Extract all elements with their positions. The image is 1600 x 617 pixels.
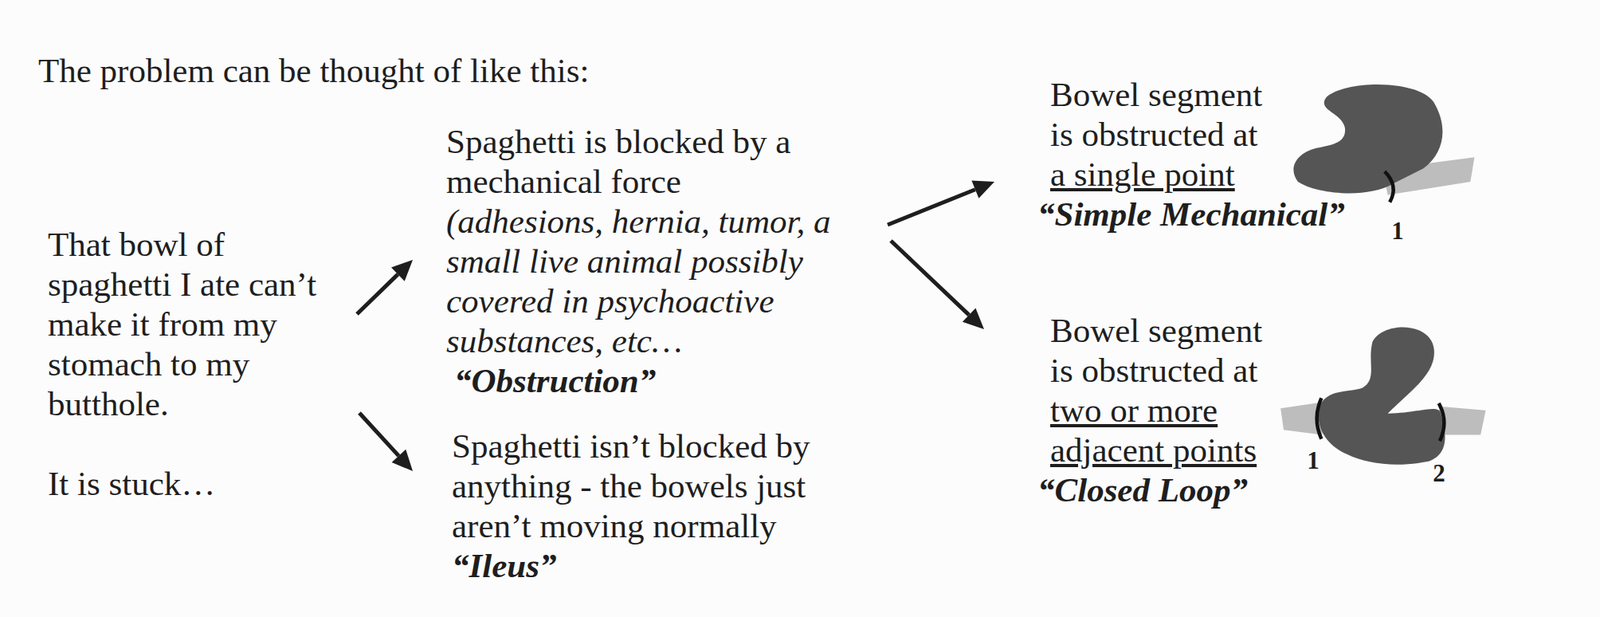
node-text: two or more adjacent points xyxy=(1050,390,1290,471)
term-label: “Simple Mechanical” xyxy=(1037,194,1346,235)
text-node: That bowl of spaghetti I ate can’t make … xyxy=(47,224,345,504)
text-node: Spaghetti isn’t blocked by anything - th… xyxy=(451,426,843,586)
callout-number: 1 xyxy=(1306,446,1320,475)
node-text: Bowel segment is obstructed at xyxy=(1050,74,1290,155)
arrow-head xyxy=(391,259,413,282)
connector-arrow xyxy=(359,412,399,456)
text-node: Bowel segment is obstructed ata single p… xyxy=(1050,74,1346,235)
callout-number: 2 xyxy=(1432,458,1446,488)
node-text: Spaghetti isn’t blocked by anything - th… xyxy=(451,426,843,546)
connector-arrow xyxy=(890,240,969,315)
text-node: Spaghetti is blocked by a mechanical for… xyxy=(446,121,869,401)
arrow-head xyxy=(971,180,995,199)
constriction-mark xyxy=(1439,403,1445,441)
node-text: It is stuck… xyxy=(47,463,345,504)
bowel-segment xyxy=(1317,327,1445,465)
term-label: “Ileus” xyxy=(451,545,843,586)
node-text: Bowel segment is obstructed at xyxy=(1050,310,1290,391)
text-node: Bowel segment is obstructed attwo or mor… xyxy=(1050,310,1290,510)
bowel-segment xyxy=(1293,84,1443,193)
bowel-icons xyxy=(1280,84,1486,465)
arrow-head xyxy=(392,449,413,471)
node-text: Spaghetti is blocked by a mechanical for… xyxy=(446,121,869,202)
heading-text: The problem can be thought of like this: xyxy=(38,50,589,91)
node-text: That bowl of spaghetti I ate can’t make … xyxy=(47,224,345,424)
node-text: (adhesions, hernia, tumor, a small live … xyxy=(446,201,869,361)
constriction-mark xyxy=(1384,171,1394,202)
constriction-mark xyxy=(1317,397,1322,439)
connector-arrow xyxy=(356,274,398,314)
node-text: a single point xyxy=(1050,154,1346,195)
connector-arrow xyxy=(887,189,976,225)
term-label: “Closed Loop” xyxy=(1037,470,1290,510)
arrow-head xyxy=(962,307,985,330)
callout-number: 1 xyxy=(1391,216,1404,246)
term-label: “Obstruction” xyxy=(454,360,869,401)
